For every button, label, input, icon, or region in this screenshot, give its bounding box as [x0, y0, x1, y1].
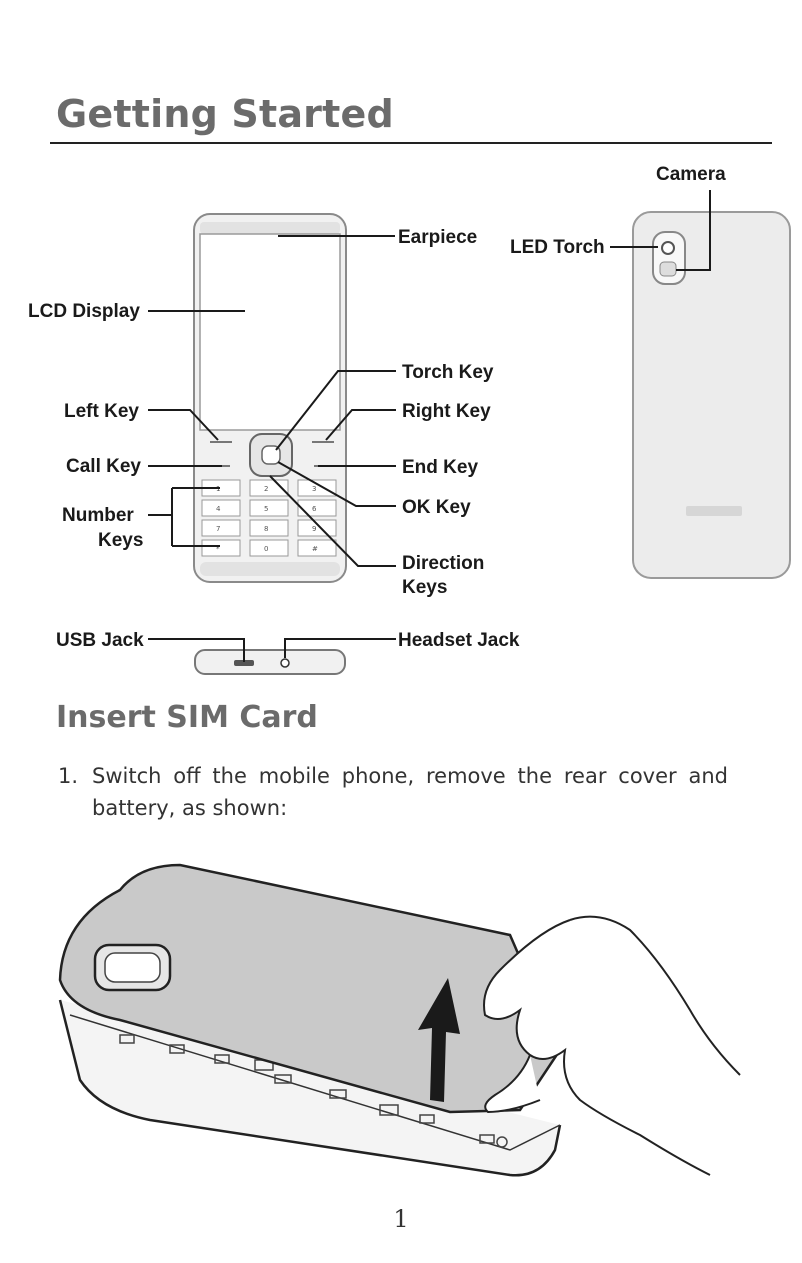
step-item: 1. Switch off the mobile phone, remove t…	[58, 760, 728, 824]
label-call-key: Call Key	[66, 456, 141, 477]
back-phone-illustration	[632, 211, 791, 579]
label-direction-keys-2: Keys	[402, 577, 447, 598]
key-5: 5	[264, 505, 268, 513]
label-left-key: Left Key	[64, 401, 139, 422]
key-2: 2	[264, 485, 268, 493]
step-number: 1.	[58, 764, 79, 788]
label-led-torch: LED Torch	[510, 237, 605, 258]
remove-rear-cover-illustration	[58, 863, 741, 1177]
label-end-key: End Key	[402, 457, 478, 478]
label-earpiece: Earpiece	[398, 227, 477, 248]
phone-bottom-edge	[194, 649, 346, 675]
page-number: 1	[393, 1205, 409, 1233]
label-number-keys-2: Keys	[98, 530, 143, 551]
key-star: *	[216, 545, 220, 553]
section-title: Insert SIM Card	[56, 700, 318, 735]
label-lcd-display: LCD Display	[28, 301, 140, 322]
label-usb-jack: USB Jack	[56, 630, 144, 651]
label-direction-keys-1: Direction	[402, 553, 484, 574]
key-7: 7	[216, 525, 220, 533]
label-headset-jack: Headset Jack	[398, 630, 520, 651]
key-3: 3	[312, 485, 316, 493]
label-torch-key: Torch Key	[402, 362, 494, 383]
label-number-keys-1: Number	[62, 505, 134, 526]
key-9: 9	[312, 525, 316, 533]
title-divider	[50, 142, 772, 144]
key-6: 6	[312, 505, 317, 513]
label-camera: Camera	[656, 164, 726, 185]
phone-parts-diagram: 1 2 3 4 5 6 7 8 9 * 0 #	[28, 164, 791, 675]
key-hash: #	[312, 545, 318, 553]
step-text: Switch off the mobile phone, remove the …	[92, 764, 728, 820]
number-keypad: 1 2 3 4 5 6 7 8 9 * 0 #	[201, 479, 337, 557]
page-title: Getting Started	[56, 92, 394, 136]
key-0: 0	[264, 545, 268, 553]
label-right-key: Right Key	[402, 401, 491, 422]
label-ok-key: OK Key	[402, 497, 471, 518]
front-phone-illustration: 1 2 3 4 5 6 7 8 9 * 0 #	[193, 213, 347, 583]
key-4: 4	[216, 505, 221, 513]
brand-logo	[686, 506, 742, 516]
key-8: 8	[264, 525, 268, 533]
